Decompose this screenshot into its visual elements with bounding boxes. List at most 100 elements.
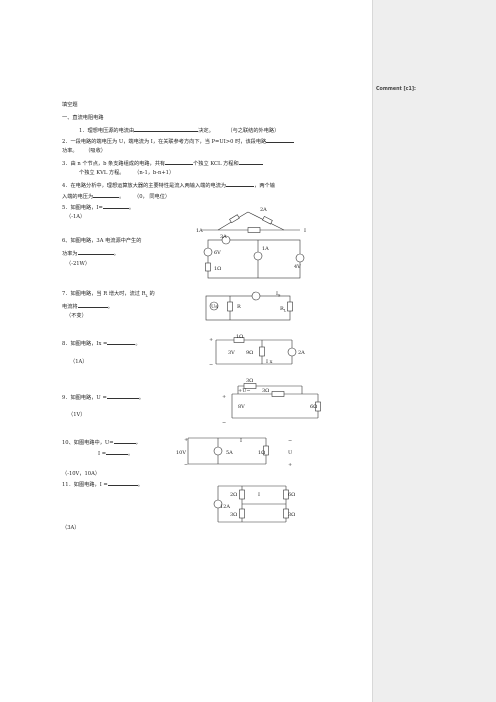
fig11-current-source	[213, 499, 223, 509]
fig10-c-label: 5A	[226, 450, 233, 456]
fig11-r4-label: 3Ω	[288, 512, 295, 518]
q7-blank[interactable]	[77, 303, 108, 308]
fig9-resistor-right	[315, 401, 321, 412]
q9-text: 9．如图电路，U =	[62, 395, 107, 401]
question-8: 8．如图电路，Ix =。	[62, 340, 141, 347]
fig8-r2-label: 9Ω	[246, 350, 253, 356]
figure-10: + − 10V I 5A 1Ω − U +	[176, 437, 292, 468]
fig10-plus: +	[184, 437, 188, 443]
fig7-resistor-r	[227, 301, 233, 312]
q2-line1: 2．一段电路的端电压为 U，端电流为 I，在关联参考方向下，当 P=UI>0 时…	[62, 139, 267, 145]
fig8-r1-label: 1Ω	[236, 334, 243, 340]
fig9-plus: +	[222, 394, 226, 400]
fig10-i-label: I	[240, 438, 242, 444]
fig11-src-label: 12A	[220, 504, 230, 510]
fig8-current-source	[287, 347, 297, 357]
q7-line1: 7．如图电路，当 R 增大时，流过 R	[62, 291, 146, 297]
question-10-cont: I =。	[98, 450, 133, 457]
fig7-r-label: R	[237, 304, 241, 310]
figure-9: 3Ω +U− 3Ω + − 8V 6Ω	[222, 378, 321, 426]
fig5-top-label: 2A	[260, 207, 267, 213]
q6-line2: 功率为	[62, 251, 78, 257]
question-4: 4．在电路分析中，理想运算放大器的主要特性是流入两输入端的电流为 ，两个输	[62, 182, 275, 189]
fig8-resistor-1	[233, 337, 245, 343]
q4-line1: 4．在电路分析中，理想运算放大器的主要特性是流入两输入端的电流为	[62, 183, 227, 189]
fig6-r-label: 1Ω	[214, 266, 221, 272]
fig6-current-source-3a	[221, 235, 231, 245]
q6-blank[interactable]	[77, 250, 114, 255]
fig11-resistor-2	[283, 489, 289, 500]
question-6-cont: 功率为。	[62, 250, 119, 257]
figure-8: + − 1Ω 3V 9Ω I x 2A	[209, 334, 305, 368]
fig11-resistor-3	[239, 508, 245, 519]
q10-blank-1[interactable]	[113, 439, 136, 444]
question-1: 1．理想电压源的电流由决定。 （与之联结的外电路）	[79, 127, 279, 134]
fig8-i-label: 2A	[298, 350, 305, 356]
q3-answer: （n-1，b-n+1）	[134, 170, 175, 176]
q4-line2: 入端的电压为	[62, 194, 94, 200]
fig9-r-top-label: 3Ω	[246, 378, 253, 384]
fig7-resistor-rl	[287, 301, 293, 312]
fig10-u-label: U	[288, 450, 292, 456]
q1-blank[interactable]	[134, 127, 199, 132]
q8-answer: （1A）	[70, 359, 88, 365]
figure-7: IS Us R RL	[205, 291, 293, 321]
question-7: 7．如图电路，当 R 增大时，流过 RL 的	[62, 291, 155, 299]
q3-blank-1[interactable]	[165, 160, 194, 165]
comment-title[interactable]: Comment [c1]:	[376, 87, 416, 92]
fig10-u-plus: +	[288, 462, 292, 468]
fig5-resistor-right	[262, 215, 273, 225]
q10-blank-2[interactable]	[106, 450, 129, 455]
q2-blank[interactable]	[266, 138, 295, 143]
q3-line2: 个独立 KVL 方程。	[79, 170, 125, 176]
q1-text: 1．理想电压源的电流由	[79, 128, 135, 134]
fig7-rl-label: RL	[280, 306, 287, 313]
fig9-v-label: 8V	[238, 404, 245, 410]
q11-blank[interactable]	[107, 481, 138, 486]
q1-tail: 决定。	[198, 128, 214, 134]
fig10-current-source	[213, 446, 223, 456]
q8-blank[interactable]	[107, 340, 136, 345]
q11-tail: 。	[137, 482, 143, 488]
section-title: 一、直流电阻电路	[62, 115, 104, 121]
q5-blank[interactable]	[102, 204, 129, 209]
fig9-resistor-mid	[271, 391, 285, 397]
figure-11: 2Ω I 6Ω 12A 3Ω 3Ω	[213, 485, 295, 523]
q4-line1b: ，两个输	[254, 183, 275, 189]
fig11-r3-label: 3Ω	[230, 512, 237, 518]
q3-line1: 3．由 n 个节点，b 条支路组成的电路，共有	[62, 161, 166, 167]
q5-tail: 。	[128, 205, 135, 211]
q4-blank-1[interactable]	[226, 182, 255, 187]
fig6-current-source-1a	[253, 251, 263, 261]
question-4-cont: 入端的电压为。 （0， 同电位）	[62, 193, 170, 200]
fig10-resistor	[263, 445, 269, 456]
question-6: 6、如图电路，3A 电流源中产生的	[62, 238, 141, 244]
fig7-is-label: IS	[276, 291, 281, 298]
fig11-i-label: I	[258, 492, 260, 498]
q8-tail: 。	[135, 341, 141, 347]
question-5: 5．如图电路，I= 。	[62, 204, 134, 211]
fig5-left-label: 1A	[196, 228, 203, 234]
q5-text: 5．如图电路，I=	[62, 205, 103, 211]
q3-blank-2[interactable]	[238, 160, 263, 165]
q9-answer: （1V）	[68, 412, 86, 418]
fig8-plus: +	[209, 337, 213, 343]
q9-blank[interactable]	[106, 394, 139, 399]
question-11: 11．如图电路，I =。	[62, 481, 143, 488]
question-7-cont: 电流将。	[62, 303, 113, 310]
q4-blank-2[interactable]	[93, 193, 120, 198]
fig6-src-label: 3A	[220, 234, 227, 240]
q5-answer: （-1A）	[66, 214, 86, 220]
q3-line1b: 个独立 KCL 方程和	[193, 161, 239, 167]
figure-6: 3A 6V 1A 4V 1Ω	[203, 234, 305, 279]
q10-tail2: 。	[128, 451, 134, 457]
q2-line2: 功率。	[62, 148, 78, 154]
question-2-cont: 功率。 （吸收）	[62, 148, 106, 154]
fig5-resistor	[247, 227, 261, 233]
q11-answer: （3A）	[62, 525, 80, 531]
fig9-resistor-top	[243, 383, 257, 389]
figure-5: 2A 1A I	[196, 207, 306, 234]
question-10: 10、如图电路中，U=，	[62, 439, 141, 446]
fig9-r-right-label: 6Ω	[310, 404, 317, 410]
